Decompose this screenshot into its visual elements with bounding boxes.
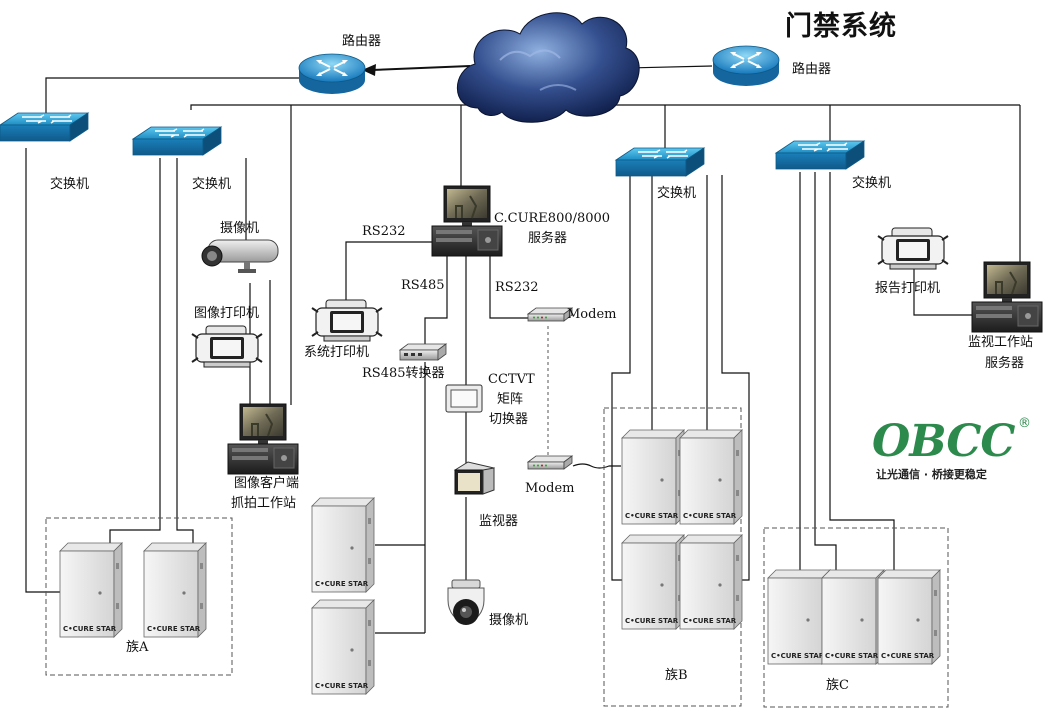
server-name: C.CURE800/8000 [494,211,611,226]
switch-2-label: 交换机 [192,177,232,192]
cluster-b-controller-2 [679,429,743,525]
cctv-label-line1: CCTVT [488,372,535,387]
cluster-a-controller-2 [143,542,207,638]
rs485-label: RS485 [401,278,445,293]
switch-4-label: 交换机 [852,176,892,191]
server-subtitle: 服务器 [528,231,568,246]
cluster-c-controller-2 [821,569,885,665]
router-right-label: 路由器 [792,62,832,77]
logo-slogan: 让光通信 · 桥接更稳定 [876,468,987,481]
cluster-b-controller-4 [679,534,743,630]
report-printer-label: 报告打印机 [875,281,941,296]
cluster-b-controller-3 [621,534,685,630]
cluster-a-label: 族A [126,640,149,655]
cloud-icon [456,12,640,123]
switch-2-icon [132,126,222,156]
image-printer-label: 图像打印机 [194,306,260,321]
modem-bottom-icon [527,455,573,470]
station-label-1: 监视工作站 [968,335,1034,350]
obcc-logo: OBCC ® 让光通信 · 桥接更稳定 [872,416,1037,486]
monitor-station-icon [971,261,1043,333]
modem-top-label: Modem [567,307,617,322]
switch-4-icon [775,140,865,170]
rs232-left-label: RS232 [362,224,406,239]
cluster-b-controller-1 [621,429,685,525]
rs485-controller-1 [311,497,375,593]
capture-workstation-icon [227,403,299,475]
router-left-label: 路由器 [342,34,382,49]
cluster-b-frame [603,407,742,707]
camera-top-icon [201,239,279,273]
system-printer-icon [311,299,383,342]
rs485-converter-label: RS485转换器 [362,366,445,381]
router-left-icon [298,53,366,95]
cluster-c-label: 族C [826,678,849,693]
modem-top-icon [527,307,573,322]
modem-bottom-label: Modem [525,481,575,496]
cluster-c-controller-3 [877,569,941,665]
rs485-controller-2 [311,599,375,695]
capture-station-label-1: 图像客户端 [234,476,300,491]
cctv-label-line3: 切换器 [489,412,529,427]
camera-bottom-label: 摄像机 [489,613,529,628]
report-printer-icon [877,227,949,270]
cluster-c-frame [763,527,949,708]
monitor-label: 监视器 [479,514,519,529]
camera-top-label: 摄像机 [220,221,260,236]
diagram-title: 门禁系统 [785,11,897,42]
logo-registered: ® [1018,416,1031,431]
cluster-a-frame [45,517,233,676]
station-label-2: 服务器 [985,356,1025,371]
switch-1-label: 交换机 [50,177,90,192]
switch-3-label: 交换机 [657,186,697,201]
image-printer-icon [191,325,263,368]
switch-1-icon [0,112,89,142]
ccure-server-icon [431,185,503,257]
camera-dome-icon [447,579,485,625]
cctv-label-line2: 矩阵 [497,392,524,407]
system-printer-label: 系统打印机 [304,345,370,360]
switch-3-icon [615,147,705,177]
rs232-right-label: RS232 [495,280,539,295]
logo-text: OBCC [872,416,1015,467]
monitor-icon [453,461,496,495]
cctv-matrix-icon [445,384,483,413]
router-arrow [362,64,471,76]
cluster-a-controller-1 [59,542,123,638]
capture-station-label-2: 抓拍工作站 [231,496,297,511]
rs485-converter-icon [398,343,448,361]
router-right-icon [712,45,780,87]
cluster-b-label: 族B [665,668,688,683]
cluster-c-controller-1 [767,569,831,665]
